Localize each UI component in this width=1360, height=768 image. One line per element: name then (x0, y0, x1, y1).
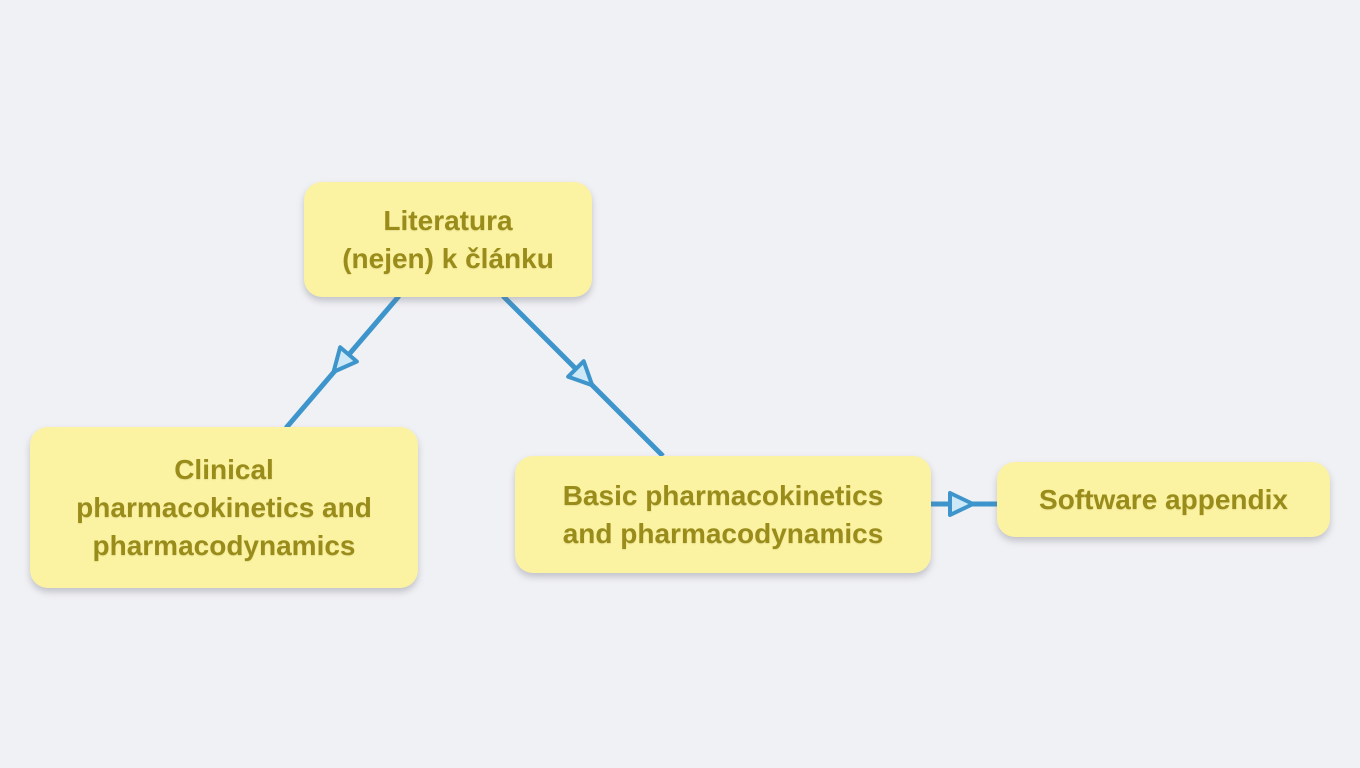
node-literatura[interactable]: Literatura (nejen) k článku (304, 182, 592, 297)
arrowhead-icon (331, 345, 359, 374)
arrowhead-icon (566, 359, 595, 388)
node-label-line: Software appendix (1039, 483, 1288, 515)
node-basic[interactable]: Basic pharmacokinetics and pharmacodynam… (515, 456, 931, 573)
node-label-line: Clinical (174, 453, 274, 485)
node-label-line: pharmacokinetics and (76, 491, 372, 523)
connector-basic-software (931, 491, 997, 517)
node-label-line: Literatura (383, 204, 513, 236)
connector-literatura-clinical (284, 294, 401, 430)
arrowhead-icon (948, 491, 975, 517)
connector-literatura-basic (501, 294, 665, 458)
node-clinical[interactable]: Clinical pharmacokinetics and pharmacody… (30, 427, 418, 588)
node-label-line: Basic pharmacokinetics (562, 479, 884, 511)
node-label-line: and pharmacodynamics (562, 517, 884, 549)
node-label-line: pharmacodynamics (92, 529, 356, 561)
node-label-line: (nejen) k článku (342, 242, 554, 274)
node-software[interactable]: Software appendix (997, 462, 1330, 537)
